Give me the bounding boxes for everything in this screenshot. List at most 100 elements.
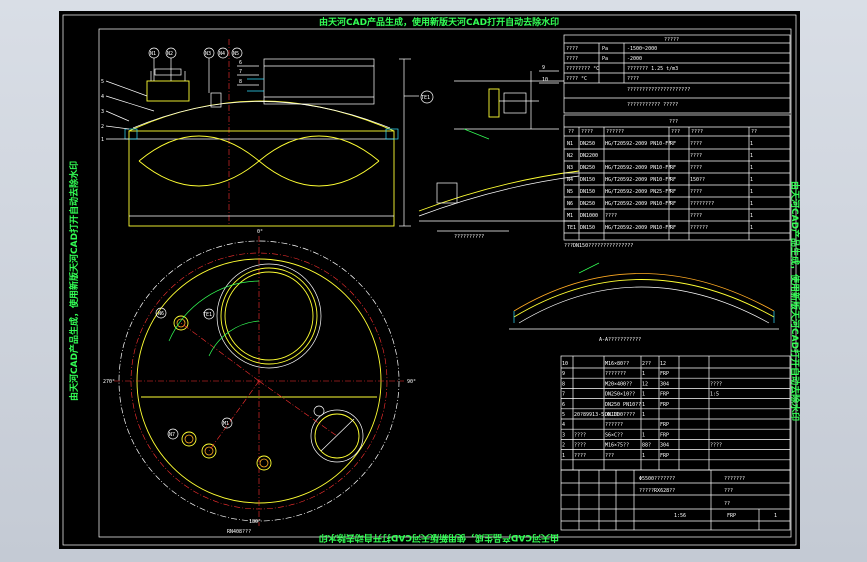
angle-90: 90° [407,379,416,385]
nozzle-cell: DN250 [580,201,595,207]
parts-cell: DN1000???? [605,412,635,418]
nozzle-cell: ???????? [690,201,714,207]
parts-cell: 1 [642,402,645,408]
tag-te1-plan: TE1 [203,312,212,318]
nozzle-cell: HG/T20592-2009 PN10-FF [605,177,671,183]
nozzle-cell: RF [670,165,676,171]
title-material: FRP [727,513,736,519]
nozzle-cell: RF [670,141,676,147]
nozzle-cell: HG/T20592-2009 PN10-FF [605,201,671,207]
nozzle-title: ??? [669,119,678,125]
tag-n6: N6 [158,311,164,317]
title-drawing-no: Φ5500??????? [639,476,675,482]
nozzle-cell: 150?? [690,177,705,183]
cad-drawing-canvas: 由天河CAD产品生成，使用新版天河CAD打开自动去除水印 由天河CAD产品生成，… [62,14,800,546]
spec-cell: ????????????????????? [627,87,690,93]
tag-n1: N1 [150,51,156,57]
parts-cell: ???? [574,443,586,449]
angle-0: 0° [257,229,263,235]
watermark-bottom: 由天河CAD产品生成，使用新版天河CAD打开自动去除水印 [319,532,559,544]
callout-1: 1 [101,137,104,143]
callout-4: 4 [101,94,104,100]
nozzle-cell: ???? [690,153,702,159]
nozzle-cell: 1 [750,165,753,171]
parts-cell: ???? [710,443,722,449]
callout-5: 5 [101,79,104,85]
nozzle-cell: HG/T20592-2009 PN10-FF [605,141,671,147]
tag-n3: N3 [205,51,211,57]
nozzle-header-cell: ?????? [606,129,624,135]
parts-cell: 1 [642,371,645,377]
nozzle-cell: DN250 [580,141,595,147]
nozzle-header-cell: ???? [691,129,703,135]
parts-cell: S6×C?? [605,432,623,438]
nozzle-cell: 1 [750,153,753,159]
spec-cell: ???? °C [566,76,587,82]
spec-table [563,34,791,114]
parts-cell: 2 [562,443,565,449]
plan-view [114,236,404,526]
nozzle-cell: DN1000 [580,213,598,219]
parts-cell: FRP [660,371,669,377]
section-a-a-label: A-A??????????? [599,337,641,343]
watermark-right: 由天河CAD产品生成，使用新版天河CAD打开自动去除水印 [789,181,800,421]
tag-n5: N5 [233,51,239,57]
parts-cell: 304 [660,381,669,387]
parts-cell: FRP [660,422,669,428]
parts-cell: DN250×10?? [605,392,635,398]
nozzle-cell: 1 [750,189,753,195]
tag-te1: TE1 [421,95,430,101]
nozzle-cell: HG/T20592-2009 PN25-FF [605,189,671,195]
nozzle-cell: ?????? [690,225,708,231]
parts-cell: 12 [642,381,648,387]
parts-cell: FRP [660,392,669,398]
nozzle-cell: DN150 [580,177,595,183]
nozzle-cell: M1 [567,213,573,219]
tag-n4: N4 [219,51,225,57]
detail-9-10 [454,70,564,140]
parts-cell: M16×75?? [605,443,629,449]
callout-3: 3 [101,109,104,115]
watermark-left: 由天河CAD产品生成，使用新版天河CAD打开自动去除水印 [68,161,80,401]
spec-cell: ???? [627,76,639,82]
parts-cell: FRP [660,402,669,408]
parts-cell: M20×400?? [605,381,632,387]
nozzle-cell: 1 [750,201,753,207]
drawing-frame [98,28,792,538]
spec-cell: Pa [602,56,608,62]
parts-cell: 7 [562,392,565,398]
title-block [560,469,791,531]
title-r3: ?? [724,501,730,507]
title-r1: ??????? [724,476,745,482]
nozzle-cell: RF [670,189,676,195]
section-a-a [509,262,779,330]
nozzle-cell: HG/T20592-2009 PN10-FF [605,165,671,171]
nozzle-cell: HG/T20592-2009 PN10-FF [605,225,671,231]
parts-cell: ?????? [605,422,623,428]
nozzle-cell: N6 [567,201,573,207]
parts-cell: 1 [642,432,645,438]
nozzle-cell: N4 [567,177,573,183]
section-label: ?????????? [454,234,484,240]
parts-cell: ???? [710,381,722,387]
nozzle-cell: DN150 [580,225,595,231]
callout-7: 7 [239,69,242,75]
parts-cell: M16×80?? [605,361,629,367]
plan-view-label: RN408??? [227,529,251,535]
parts-cell: 2?? [642,361,651,367]
nozzle-cell: N5 [567,189,573,195]
detail-label-10: 10 [542,77,548,83]
nozzle-cell: DN150 [580,189,595,195]
parts-cell: ???? [574,432,586,438]
parts-cell: 20?89913-5.0.11 [574,412,619,418]
nozzle-cell: N2 [567,153,573,159]
angle-180: 180° [249,519,261,525]
parts-cell: 9 [562,371,565,377]
parts-cell: 1:5 [710,392,719,398]
spec-rows: ????Pa-1500~2000????Pa-2000???????? °C??… [566,46,690,108]
tag-n2: N2 [167,51,173,57]
cad-drawing-viewport[interactable]: 由天河CAD产品生成，使用新版天河CAD打开自动去除水印 由天河CAD产品生成，… [59,11,800,549]
nozzle-cell: ???? [690,189,702,195]
parts-cell: FRP [660,453,669,459]
